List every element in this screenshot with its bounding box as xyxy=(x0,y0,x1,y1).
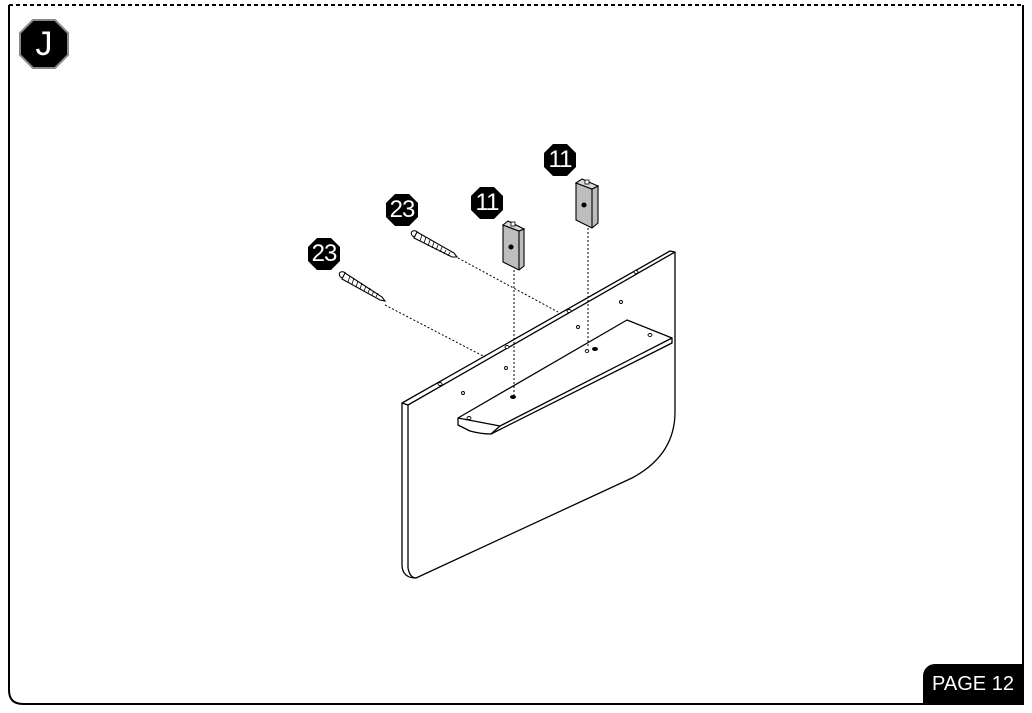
panel-front-face xyxy=(401,252,676,579)
page-number-tab: PAGE 12 xyxy=(923,664,1023,704)
octagon-callout-icon xyxy=(386,194,418,226)
panel-top-edge xyxy=(401,250,676,406)
rail xyxy=(457,319,673,435)
callout-screw-a: 23 xyxy=(307,237,341,271)
octagon-badge-icon xyxy=(19,19,69,69)
callout-number: 11 xyxy=(548,146,573,173)
bracket-a-part xyxy=(501,220,526,271)
callout-bracket-a: 11 xyxy=(470,186,504,220)
screw-a-part xyxy=(338,271,387,302)
callout-screw-b: 23 xyxy=(385,193,419,227)
screw-b-part xyxy=(410,230,459,258)
octagon-callout-icon xyxy=(544,144,576,176)
step-badge: J xyxy=(19,19,69,69)
octagon-callout-icon xyxy=(471,187,503,219)
bracket-b-part xyxy=(574,178,600,229)
step-letter: J xyxy=(35,25,53,63)
callout-bracket-b: 11 xyxy=(543,143,577,177)
callout-number: 23 xyxy=(389,196,416,223)
octagon-callout-icon xyxy=(308,238,340,270)
callout-number: 11 xyxy=(475,189,500,216)
callout-number: 23 xyxy=(311,240,338,267)
